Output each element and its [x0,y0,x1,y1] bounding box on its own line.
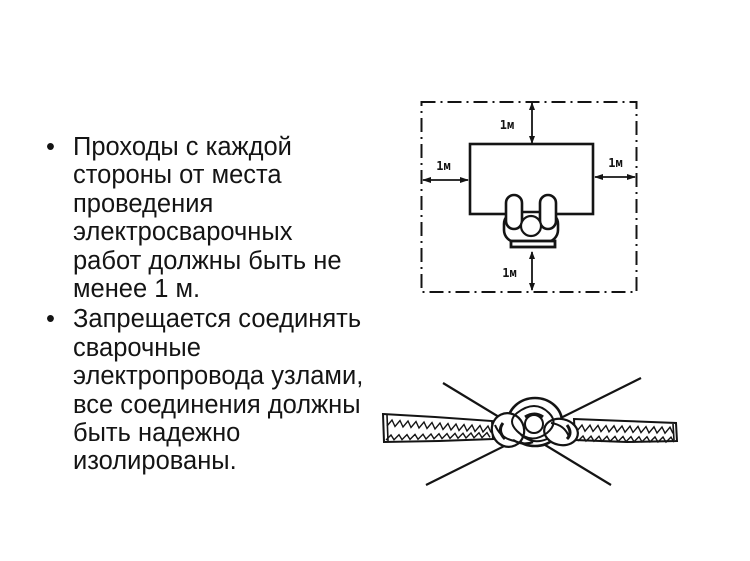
bullet-text: Запрещается соединять сварочные электроп… [73,305,394,475]
dimension-label-top: 1м [500,118,514,132]
bullet-text-line: изолированы. [73,447,237,476]
dimension-arrow-right [594,174,636,180]
bullet-marker: • [46,133,55,161]
bullet-text: Проходы с каждой стороны от места провед… [73,133,394,303]
work-table [468,142,595,216]
bullet-text-line: Проходы с каждой [73,133,292,161]
cable-right [572,417,679,444]
bullet-text-line: электропровода узлами, [73,362,364,391]
knot-diagram [375,365,687,497]
dimension-label-bottom: 1м [502,266,516,280]
bullet-item: • Проходы с каждой стороны от места пров… [46,133,394,303]
bullet-item: • Запрещается соединять сварочные электр… [46,305,394,475]
cable-left [381,412,495,444]
bullet-text-line: быть надежно [73,419,241,448]
bullet-marker: • [46,305,55,334]
clearance-diagram: 1м 1м 1м 1м [410,92,660,307]
bullet-text-line: сварочные [73,333,201,362]
dimension-arrow-top [529,102,535,144]
dimension-label-left: 1м [436,159,450,173]
bullet-text-line: стороны от места [73,161,282,190]
bullet-list: • Проходы с каждой стороны от места пров… [46,133,394,476]
welder-stool [509,239,557,249]
bullet-text-line: электросварочных [73,218,293,247]
cable-knot [490,396,579,448]
dimension-arrow-bottom [529,251,535,291]
bullet-text-line: Запрещается соединять [73,305,362,334]
bullet-text-line: менее 1 м. [73,275,201,304]
bullet-text-line: проведения [73,189,214,218]
welder-figure [502,193,560,249]
bullet-text-line: работ должны быть не [73,246,342,275]
bullet-text-line: все соединения должны [73,390,361,419]
dimension-label-right: 1м [608,156,622,170]
safety-zone-boundary [420,101,638,293]
dimension-arrow-left [422,177,469,183]
